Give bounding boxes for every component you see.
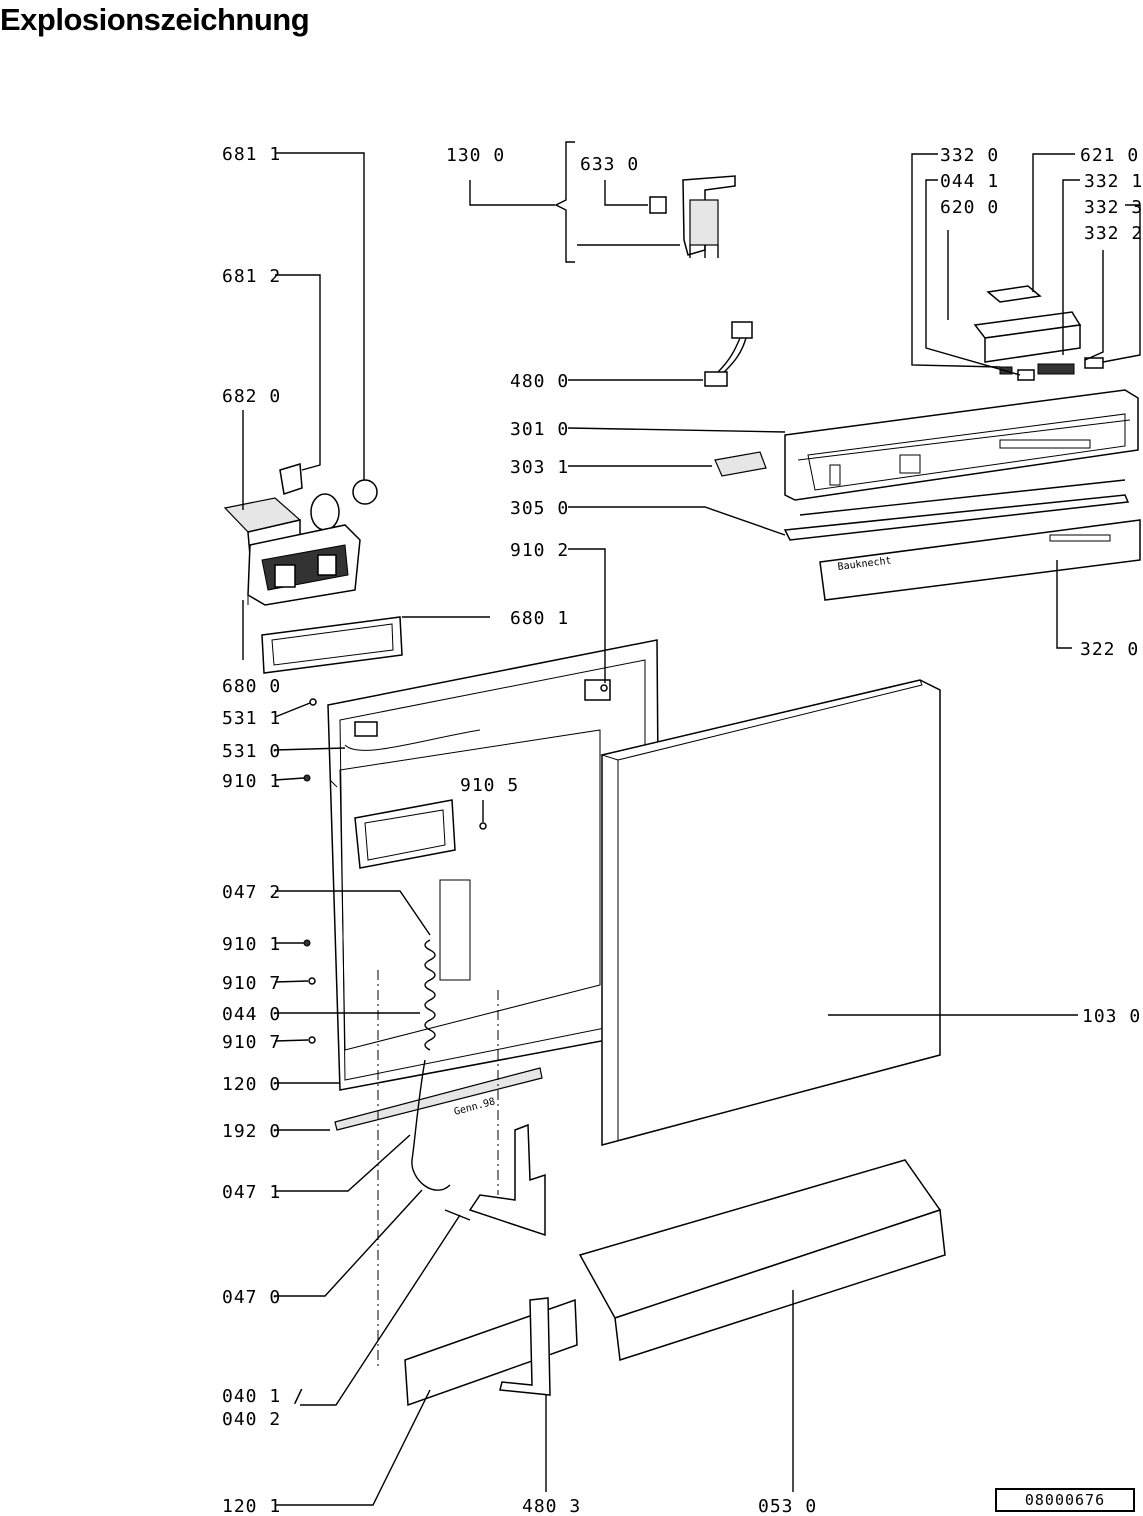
label-103-0: 103 0 xyxy=(1082,1006,1141,1027)
label-621-0: 621 0 xyxy=(1080,145,1139,166)
label-681-1: 681 1 xyxy=(222,144,281,165)
label-192-0: 192 0 xyxy=(222,1121,281,1142)
hook-part xyxy=(411,1059,451,1191)
small-cover xyxy=(714,451,767,477)
inner-door-panel xyxy=(327,639,661,1091)
label-681-2: 681 2 xyxy=(222,266,281,287)
date-mark: Genn.98 xyxy=(453,1096,497,1118)
door-lock-assembly xyxy=(223,493,361,606)
drawing-number-box: 08000676 xyxy=(995,1488,1135,1512)
screw-910-7-b xyxy=(308,1036,316,1044)
cable-harness xyxy=(704,321,753,387)
label-910-7-a: 910 7 xyxy=(222,973,281,994)
label-332-2: 332 2 xyxy=(1084,223,1143,244)
label-120-0: 120 0 xyxy=(222,1074,281,1095)
bracket-part xyxy=(468,1123,546,1237)
clip-part xyxy=(279,463,303,495)
label-044-1: 044 1 xyxy=(940,171,999,192)
handle-part xyxy=(499,1297,551,1396)
label-480-3: 480 3 xyxy=(522,1496,581,1516)
label-910-7-b: 910 7 xyxy=(222,1032,281,1053)
label-682-0: 682 0 xyxy=(222,386,281,407)
page-title: Explosionszeichnung xyxy=(0,2,310,37)
spring-part xyxy=(424,939,436,1051)
label-130-0: 130 0 xyxy=(446,145,505,166)
label-120-1: 120 1 xyxy=(222,1496,281,1516)
screw-910-1-mid xyxy=(303,939,311,947)
label-620-0: 620 0 xyxy=(940,197,999,218)
round-cap-part xyxy=(352,479,378,505)
label-680-0: 680 0 xyxy=(222,676,281,697)
label-910-5: 910 5 xyxy=(460,775,519,796)
label-633-0: 633 0 xyxy=(580,154,639,175)
label-040-2: 040 2 xyxy=(222,1409,281,1430)
label-053-0: 053 0 xyxy=(758,1496,817,1516)
screw-910-7-a xyxy=(308,977,316,985)
screw-910-1-top xyxy=(303,774,311,782)
label-301-0: 301 0 xyxy=(510,419,569,440)
lower-strip xyxy=(404,1298,578,1407)
label-047-1: 047 1 xyxy=(222,1182,281,1203)
label-910-1-mid: 910 1 xyxy=(222,934,281,955)
panel-strip xyxy=(783,494,1130,541)
label-303-1: 303 1 xyxy=(510,457,569,478)
label-531-0: 531 0 xyxy=(222,741,281,762)
control-panel xyxy=(784,389,1139,516)
label-047-2: 047 2 xyxy=(222,882,281,903)
label-040-1: 040 1 / xyxy=(222,1386,305,1407)
control-module xyxy=(973,285,1104,381)
label-480-0: 480 0 xyxy=(510,371,569,392)
bottom-bar xyxy=(334,1067,543,1131)
kick-plate xyxy=(578,1159,946,1361)
screw-910-5 xyxy=(479,822,487,830)
label-305-0: 305 0 xyxy=(510,498,569,519)
hinge-assembly xyxy=(649,175,736,258)
label-332-3: 332 3 xyxy=(1084,197,1143,218)
label-332-1: 332 1 xyxy=(1084,171,1143,192)
screw-531-1 xyxy=(309,698,317,706)
label-680-1: 680 1 xyxy=(510,608,569,629)
label-332-0: 332 0 xyxy=(940,145,999,166)
gasket-frame xyxy=(261,616,403,674)
label-910-1-top: 910 1 xyxy=(222,771,281,792)
label-910-2: 910 2 xyxy=(510,540,569,561)
label-047-0: 047 0 xyxy=(222,1287,281,1308)
label-531-1: 531 1 xyxy=(222,708,281,729)
label-044-0: 044 0 xyxy=(222,1004,281,1025)
outer-door-panel xyxy=(600,679,941,1146)
front-fascia: Bauknecht xyxy=(819,519,1141,601)
label-322-0: 322 0 xyxy=(1080,639,1139,660)
screw-910-2 xyxy=(600,684,608,692)
